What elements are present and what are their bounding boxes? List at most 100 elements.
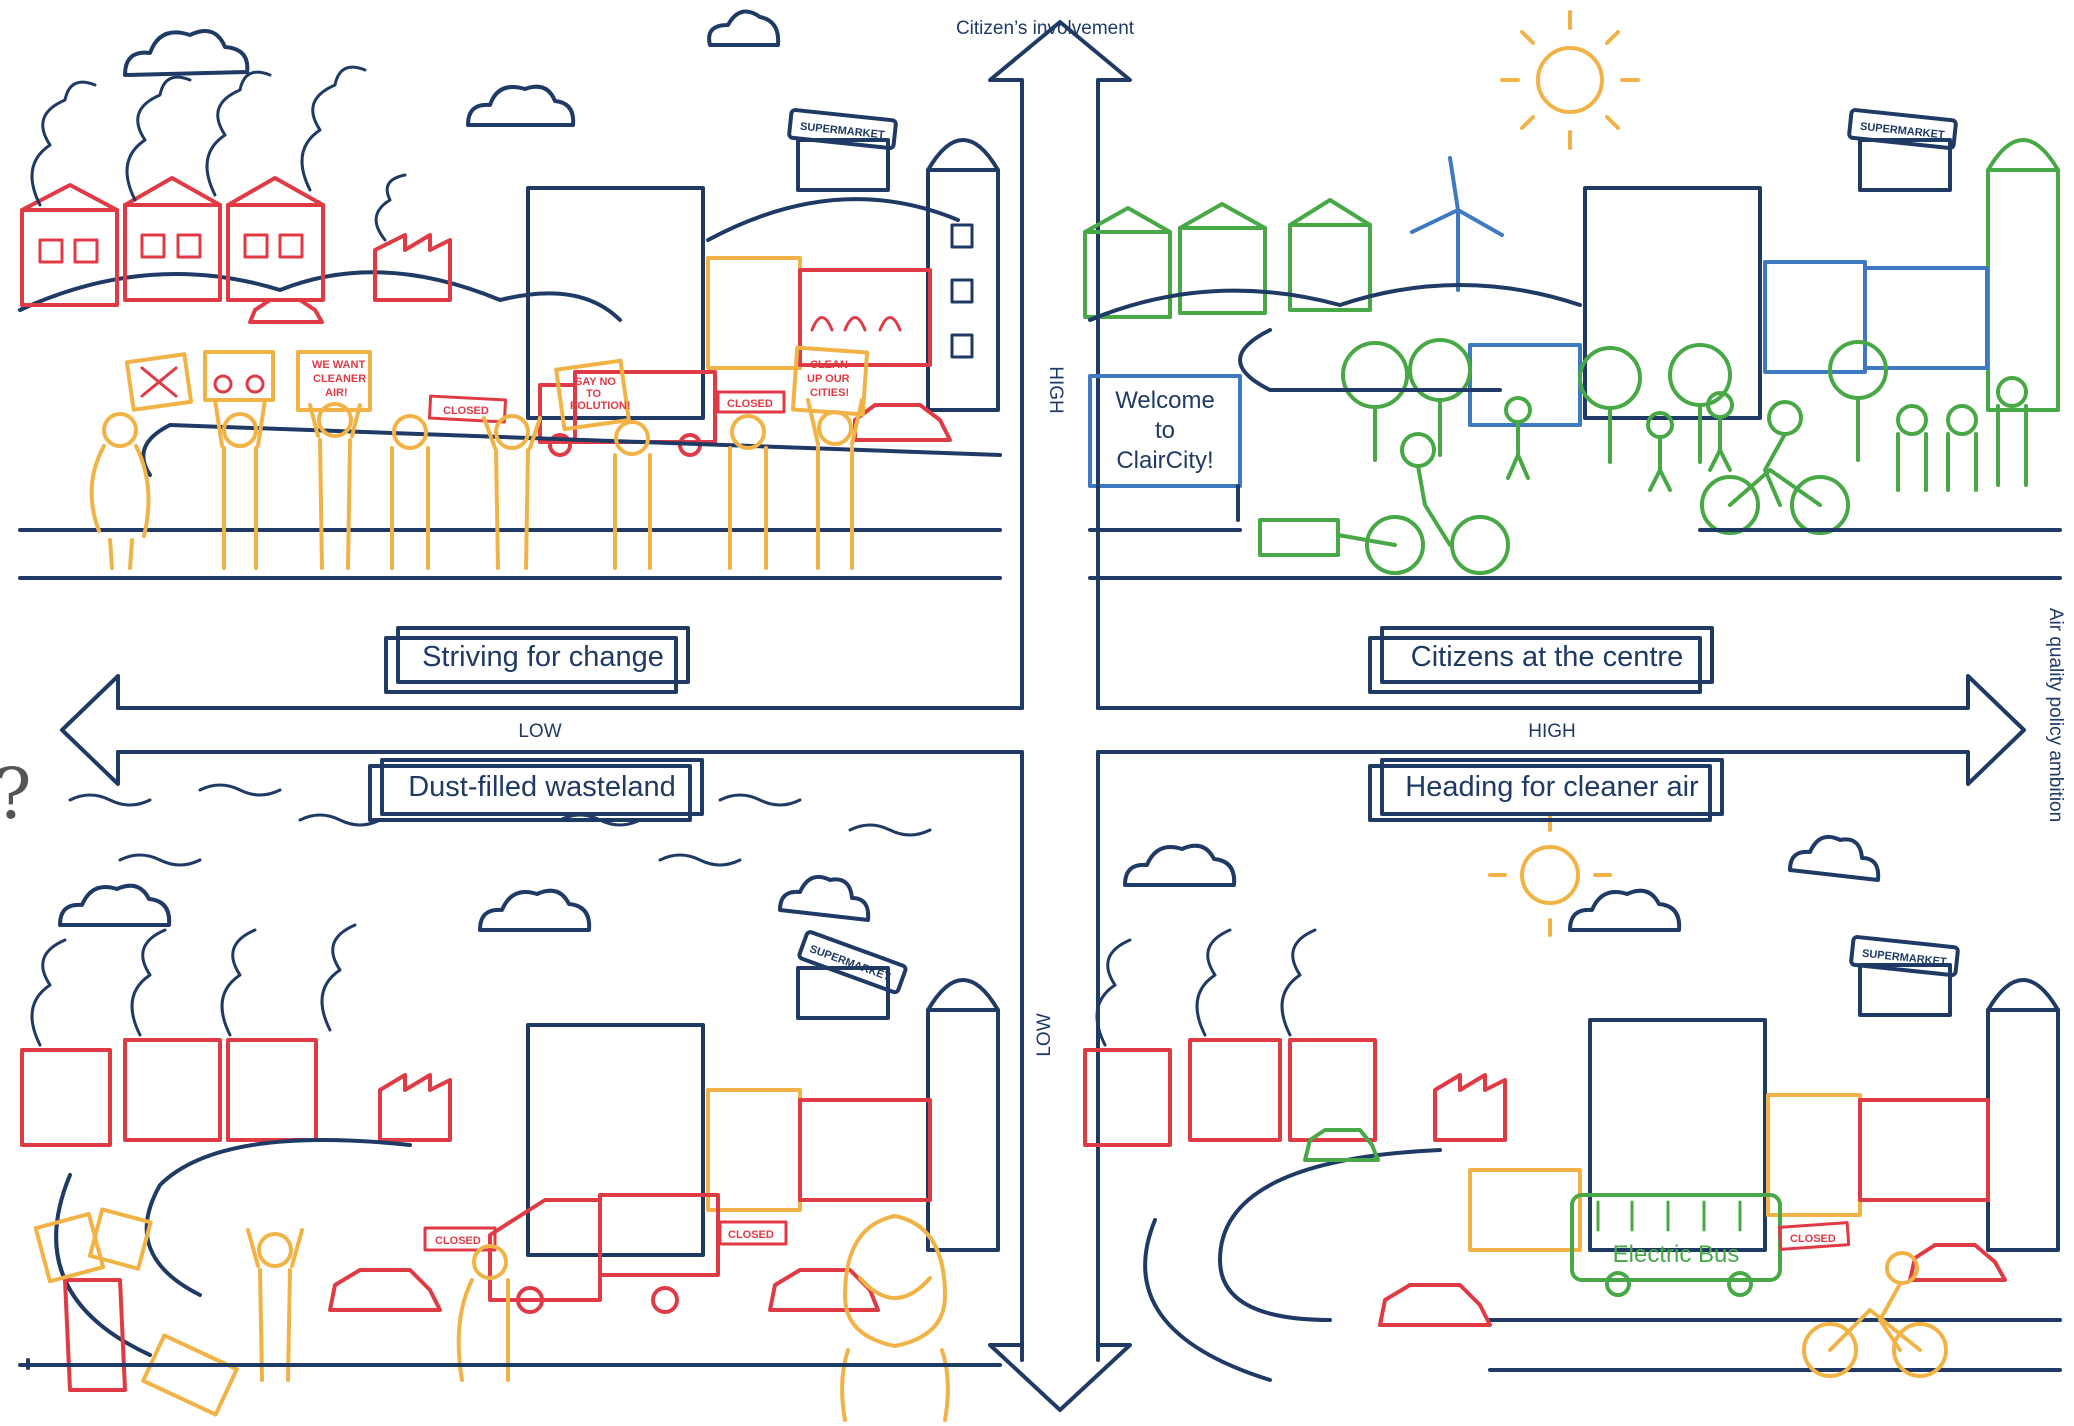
horizontal-axis-title: Air quality policy ambition	[2045, 608, 2066, 822]
cargo-bike-cyclist	[1258, 432, 1510, 575]
quadrant-top-right: SUPERMARKET Welcome to ClairCity!	[1083, 10, 2062, 710]
protest-sign-no-car	[124, 352, 194, 412]
vertical-axis-high-label: HIGH	[1045, 366, 1066, 414]
svg-text:CLEANER: CLEANER	[313, 373, 366, 385]
cloud-icon	[707, 9, 781, 47]
smoke-icon	[1195, 928, 1232, 1037]
welcome-sign: Welcome to ClairCity!	[1088, 374, 1242, 522]
svg-text:Striving for change: Striving for change	[422, 641, 664, 673]
car-icon	[768, 1268, 880, 1312]
smoke-icon	[30, 80, 97, 207]
clock-tower	[926, 138, 1000, 412]
smoke-icon	[125, 75, 192, 202]
bin-with-signs	[33, 1207, 239, 1417]
smoke-icon	[205, 70, 272, 197]
electric-bus-label: Electric Bus	[1613, 1241, 1740, 1268]
supermarket: SUPERMARKET	[1849, 935, 1960, 1017]
svg-text:Welcome: Welcome	[1115, 387, 1215, 414]
office-block	[1583, 186, 1762, 420]
edge-question-mark: ?	[0, 753, 32, 835]
svg-text:Heading for cleaner air: Heading for cleaner air	[1405, 771, 1699, 803]
office-block	[526, 1023, 705, 1257]
svg-text:Citizens at the centre: Citizens at the centre	[1411, 641, 1683, 673]
office-block	[526, 186, 705, 420]
car-icon	[1303, 1128, 1380, 1162]
car-icon	[328, 1268, 442, 1312]
clock-tower	[1986, 978, 2060, 1252]
svg-text:CLOSED: CLOSED	[435, 1235, 481, 1247]
dust-wave	[298, 813, 382, 827]
trees	[1341, 338, 1888, 464]
protest-sign-bike	[203, 350, 275, 402]
svg-text:TO: TO	[586, 388, 602, 400]
dust-wave	[118, 853, 202, 867]
smoke-icon	[1095, 938, 1132, 1047]
smoke-icon	[130, 928, 167, 1037]
pedestrians	[1504, 376, 2028, 492]
closed-sign-label: CLOSED	[727, 398, 773, 410]
supermarket: SUPERMARKET	[1847, 108, 1958, 192]
truck	[488, 1193, 720, 1314]
svg-text:Dust-filled wasteland: Dust-filled wasteland	[408, 771, 676, 803]
smoke-icon	[220, 928, 257, 1037]
red-houses	[20, 176, 452, 307]
label-striving-for-change: Striving for change	[384, 626, 690, 694]
cloud-icon	[478, 888, 592, 932]
smoke-icon	[374, 173, 407, 242]
masked-person	[840, 1214, 950, 1422]
sun-icon	[1488, 813, 1612, 937]
people-wasteland	[246, 1228, 510, 1382]
protest-sign-cleaner-air: WE WANT CLEANER AIR!	[296, 350, 372, 412]
quadrant-bottom-left: SUPERMARKET CLOSED CLOSED	[18, 758, 1002, 1422]
wind-turbine-icon	[1410, 156, 1504, 292]
cloud-icon	[778, 875, 871, 922]
orange-shop	[706, 256, 802, 370]
dust-wave	[718, 793, 802, 807]
cloud-icon	[1788, 835, 1881, 882]
vertical-axis-title: Citizen’s involvement	[956, 18, 1135, 39]
cyclist-orange	[1802, 1251, 1948, 1378]
svg-text:WE WANT: WE WANT	[312, 359, 365, 371]
horizontal-axis-low-label: LOW	[518, 721, 561, 742]
closed-sign	[427, 394, 508, 424]
dust-wave	[658, 853, 742, 867]
svg-text:CLOSED: CLOSED	[728, 1229, 774, 1241]
car-icon	[1378, 1283, 1492, 1327]
svg-text:CLEAN: CLEAN	[810, 359, 848, 371]
clock-tower	[1986, 138, 2060, 412]
protesters	[89, 398, 864, 570]
smoke-icon	[30, 938, 67, 1047]
cloud-icon	[1568, 888, 1682, 932]
office-block	[1588, 1018, 1767, 1252]
svg-text:UP OUR: UP OUR	[807, 373, 850, 385]
electric-bus: Electric Bus	[1570, 1193, 1782, 1297]
svg-text:POLUTION!: POLUTION!	[570, 400, 631, 412]
svg-text:AIR!: AIR!	[325, 387, 348, 399]
dust-wave	[848, 823, 932, 837]
frame-bottom-left	[26, 750, 1024, 1370]
protest-sign-clean-up: CLEAN UP OUR CITIES!	[790, 345, 870, 417]
supermarket: SUPERMARKET	[787, 108, 898, 192]
horizontal-axis-high-label: HIGH	[1528, 721, 1576, 742]
clock-tower	[926, 978, 1000, 1252]
label-dust-filled-wasteland: Dust-filled wasteland	[368, 758, 704, 822]
svg-text:CITIES!: CITIES!	[810, 387, 849, 399]
label-heading-for-cleaner-air: Heading for cleaner air	[1368, 758, 1724, 822]
horizontal-axis-arrow	[60, 674, 2026, 786]
smoke-icon	[1280, 928, 1317, 1037]
svg-text:CLOSED: CLOSED	[1790, 1233, 1836, 1245]
smoke-icon	[300, 65, 367, 192]
green-houses	[1083, 198, 1372, 319]
cloud-icon	[123, 29, 250, 77]
cyclist	[1700, 400, 1850, 535]
protest-sign-say-no: SAY NO TO POLUTION!	[554, 358, 631, 432]
vertical-axis-low-label: LOW	[1034, 1013, 1055, 1056]
closed-sign-label: CLOSED	[443, 405, 489, 417]
smoke-icon	[320, 923, 357, 1032]
dust-wave	[68, 793, 152, 807]
quadrant-top-left: SUPERMARKET	[18, 9, 1002, 694]
dust-wave	[198, 783, 282, 797]
supermarket: SUPERMARKET	[796, 930, 908, 1020]
cloud-icon	[466, 84, 576, 127]
